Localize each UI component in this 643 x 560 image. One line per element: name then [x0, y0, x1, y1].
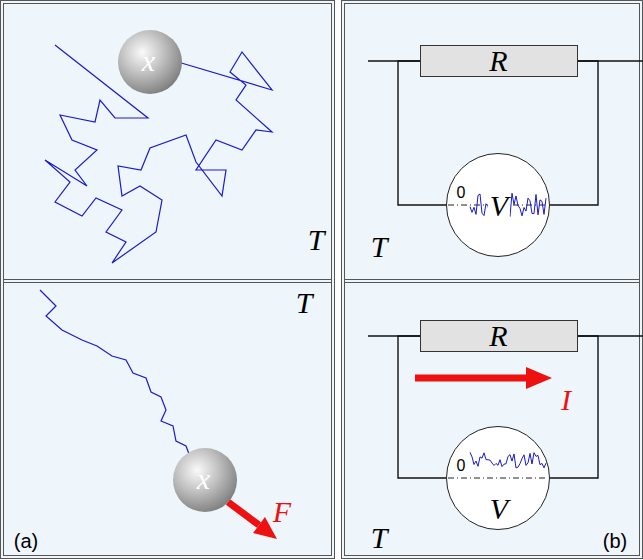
resistor-label: R	[489, 321, 507, 351]
wire	[398, 336, 446, 478]
wire	[550, 336, 598, 478]
resistor-label: R	[489, 46, 507, 76]
temperature-label: T	[308, 225, 325, 255]
wire	[398, 61, 446, 205]
voltmeter-symbol: 0V	[446, 426, 550, 530]
wire	[550, 61, 598, 205]
particle-sphere: x	[173, 448, 237, 512]
panel-region: R0VT	[345, 4, 639, 279]
panel-region: xT	[4, 4, 331, 279]
panel-region: R0VT(b)	[345, 283, 639, 555]
current-arrow	[415, 367, 552, 389]
voltmeter-symbol: 0V	[446, 153, 550, 257]
panel-letter: (a)	[14, 531, 38, 551]
panel-ground	[342, 1, 643, 559]
panel-letter: (b)	[603, 531, 627, 551]
current-label: I	[561, 385, 571, 415]
zero-mark: 0	[457, 458, 466, 474]
voltage-label: V	[490, 494, 508, 524]
force-label: F	[273, 497, 291, 527]
resistor-symbol: R	[420, 320, 578, 352]
resistor-symbol: R	[420, 45, 578, 77]
position-label: x	[142, 46, 155, 76]
voltage-label: V	[488, 191, 510, 221]
force-arrow	[228, 502, 277, 539]
temperature-label: T	[371, 523, 388, 553]
zero-mark: 0	[457, 185, 466, 201]
drift-walk-path	[40, 290, 192, 462]
temperature-label: T	[296, 288, 313, 318]
panel-ground	[1, 1, 335, 559]
temperature-label: T	[371, 232, 388, 262]
particle-sphere: x	[118, 30, 182, 94]
position-label: x	[197, 464, 210, 494]
lead-wire	[368, 61, 643, 336]
